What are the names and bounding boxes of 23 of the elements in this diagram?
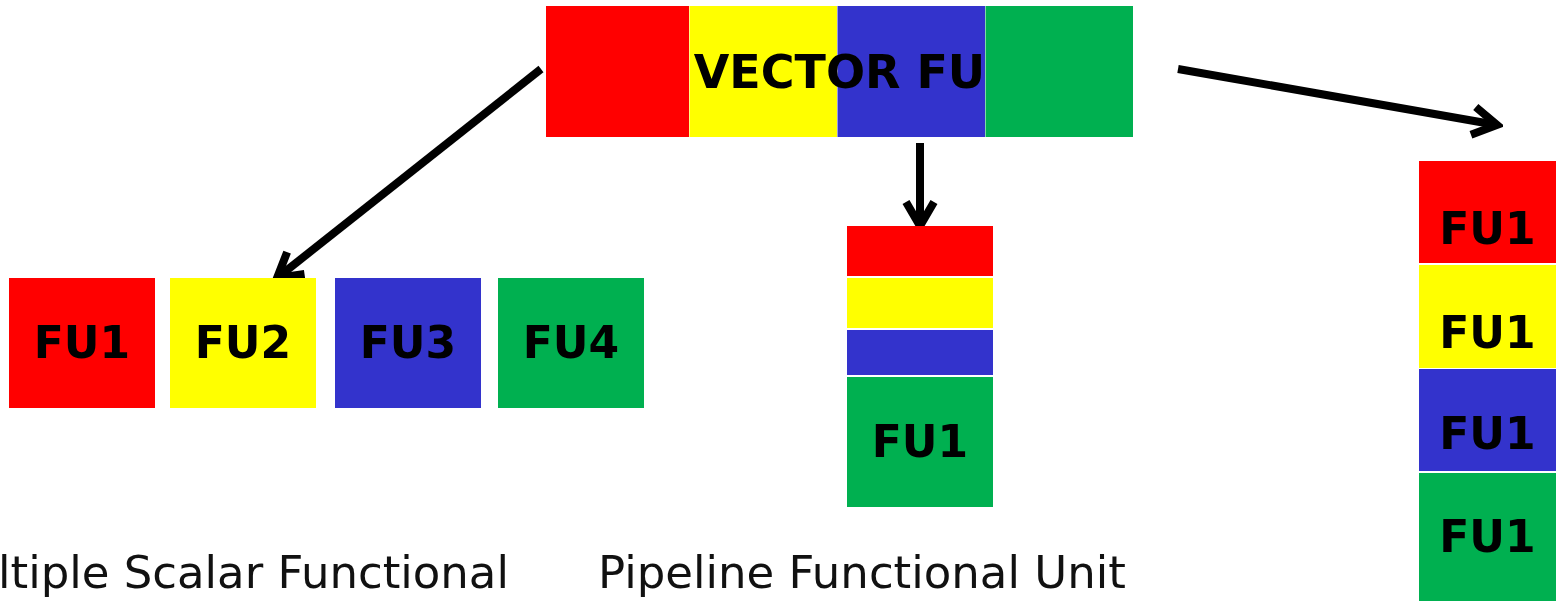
stage-box [847, 278, 993, 328]
unit-label: FU1 [1439, 207, 1536, 251]
stage-box [847, 330, 993, 375]
unit-box [1419, 369, 1556, 471]
unit-label: FU1 [1439, 310, 1536, 355]
unit-box [498, 278, 644, 408]
arrow [1177, 65, 1501, 139]
unit-label: FU4 [522, 321, 620, 365]
unit-box [335, 278, 481, 408]
stage-box [847, 226, 993, 276]
unit-label: FU1 [1439, 412, 1536, 456]
unit-label: FU1 [871, 420, 969, 464]
unit-label: FU1 [1439, 515, 1536, 559]
unit-label: FU2 [194, 321, 292, 365]
unit-label: FU1 [33, 321, 131, 365]
unit-box [9, 278, 155, 408]
unit-box [1419, 473, 1556, 601]
vector-unit-bar [546, 6, 1133, 137]
unit-box [170, 278, 316, 408]
unit-box [847, 377, 993, 507]
unit-box [1419, 265, 1556, 368]
unit-box [1419, 161, 1556, 263]
unit-label: FU3 [359, 321, 457, 365]
